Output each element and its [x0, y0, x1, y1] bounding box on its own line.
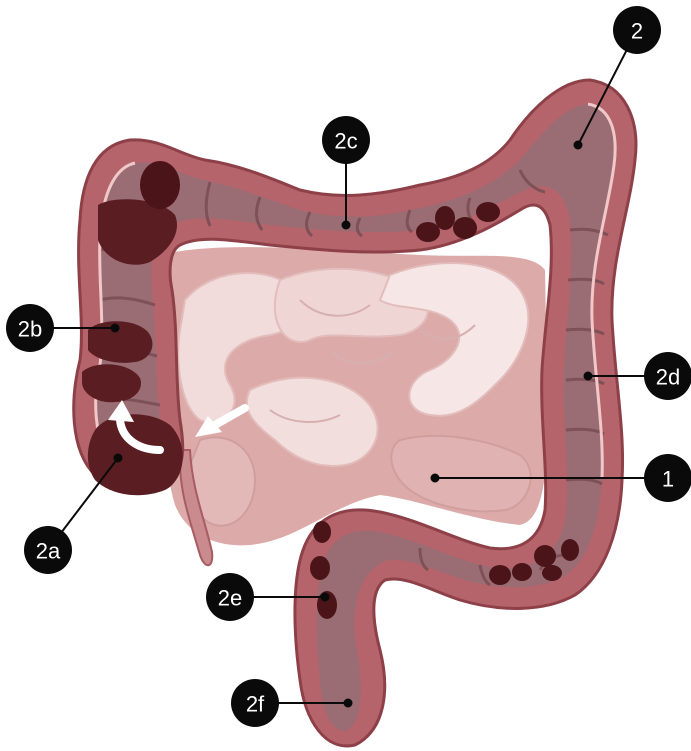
- label-text-2a: 2a: [36, 539, 61, 564]
- stool-sigmoid-1: [489, 565, 511, 585]
- stool-cecum: [88, 414, 183, 495]
- stool-rectum-1: [313, 521, 331, 543]
- label-text-2d: 2d: [656, 365, 680, 390]
- stool-transverse-2: [435, 206, 455, 230]
- label-text-1: 1: [662, 467, 674, 492]
- stool-sigmoid-2: [512, 563, 532, 581]
- label-badge-2a: 2a: [24, 526, 72, 574]
- stool-sigmoid-3: [534, 545, 556, 567]
- label-text-2: 2: [631, 19, 643, 44]
- leader-dot-1: [432, 475, 439, 482]
- leader-dot-2c: [343, 222, 350, 229]
- label-text-2e: 2e: [218, 586, 242, 611]
- stool-hepatic-top: [140, 161, 180, 209]
- label-badge-2d: 2d: [644, 352, 691, 400]
- leader-dot-2b: [112, 325, 119, 332]
- label-badge-2e: 2e: [206, 573, 254, 621]
- leader-dot-2f: [345, 700, 352, 707]
- label-badge-1: 1: [644, 454, 691, 502]
- stool-sigmoid-4: [542, 565, 562, 581]
- leader-dot-2d: [585, 373, 592, 380]
- label-badge-2b: 2b: [6, 304, 54, 352]
- stool-transverse-4: [476, 202, 500, 222]
- label-text-2c: 2c: [334, 129, 357, 154]
- leader-dot-2: [575, 142, 582, 149]
- stool-sigmoid-5: [561, 539, 579, 561]
- leader-dot-2a: [115, 455, 122, 462]
- label-badge-2f: 2f: [231, 679, 279, 727]
- label-text-2f: 2f: [246, 692, 265, 717]
- stool-transverse-1: [416, 222, 440, 242]
- stool-transverse-3: [453, 217, 477, 239]
- stool-rectum-2: [310, 556, 330, 580]
- label-text-2b: 2b: [18, 317, 42, 342]
- label-badge-2c: 2c: [322, 116, 370, 164]
- leader-dot-2e: [322, 594, 329, 601]
- label-badge-2: 2: [613, 6, 661, 54]
